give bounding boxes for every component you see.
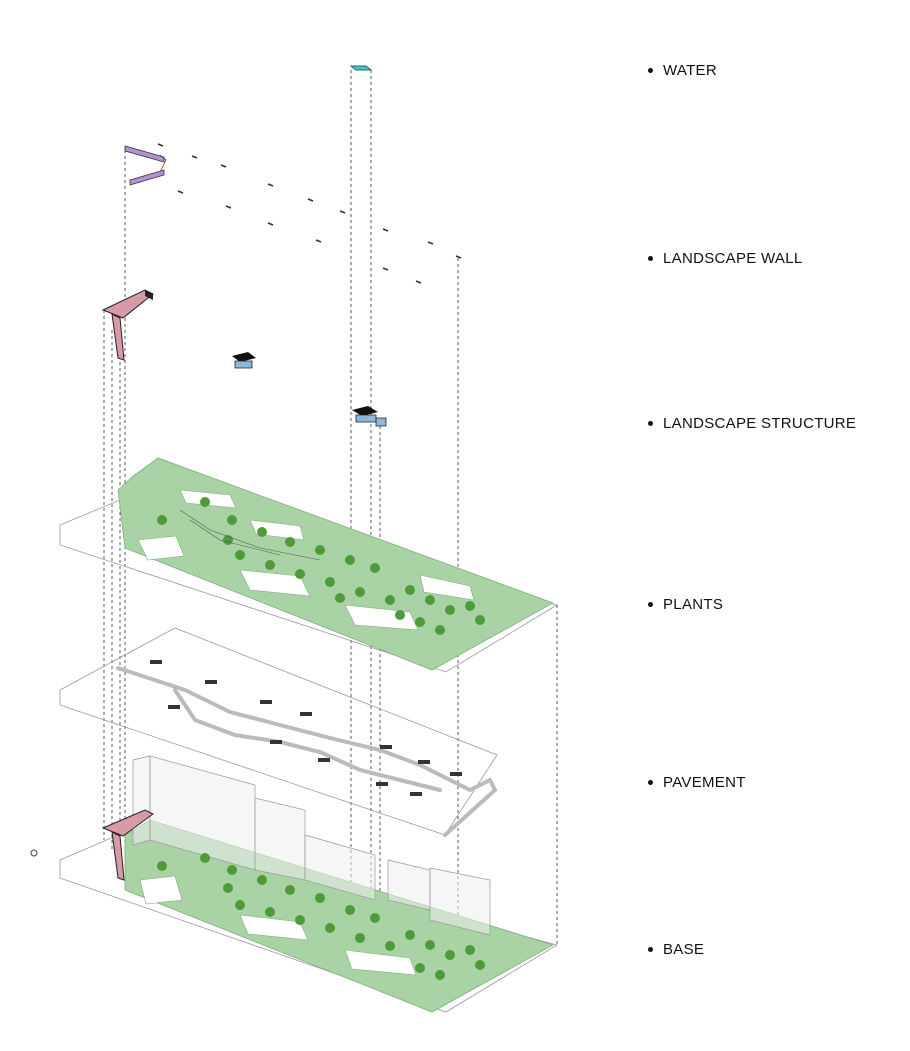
legend-item-water: WATER bbox=[648, 62, 717, 79]
bullet-icon bbox=[648, 421, 653, 426]
plants-layer bbox=[59, 457, 559, 673]
legend-item-landscape-structure: LANDSCAPE STRUCTURE bbox=[648, 415, 856, 432]
legend-item-base: BASE bbox=[648, 941, 704, 958]
legend-label: WATER bbox=[663, 62, 717, 79]
bullet-icon bbox=[648, 602, 653, 607]
bullet-icon bbox=[648, 68, 653, 73]
legend-item-pavement: PAVEMENT bbox=[648, 774, 746, 791]
legend-label: PLANTS bbox=[663, 596, 724, 613]
water-layer bbox=[349, 65, 373, 71]
base-layer bbox=[30, 755, 559, 1013]
legend-item-plants: PLANTS bbox=[648, 596, 723, 613]
legend-item-landscape-wall: LANDSCAPE WALL bbox=[648, 250, 803, 267]
legend-label: BASE bbox=[663, 941, 705, 958]
landscape-wall-layer bbox=[101, 143, 462, 361]
pavement-layer bbox=[59, 627, 498, 837]
legend-label: LANDSCAPE WALL bbox=[663, 250, 803, 267]
bullet-icon bbox=[648, 780, 653, 785]
bullet-icon bbox=[648, 947, 653, 952]
legend-label: PAVEMENT bbox=[663, 774, 746, 791]
legend-label: LANDSCAPE STRUCTURE bbox=[663, 415, 857, 432]
landscape-structure-layer bbox=[232, 352, 387, 427]
bullet-icon bbox=[648, 256, 653, 261]
